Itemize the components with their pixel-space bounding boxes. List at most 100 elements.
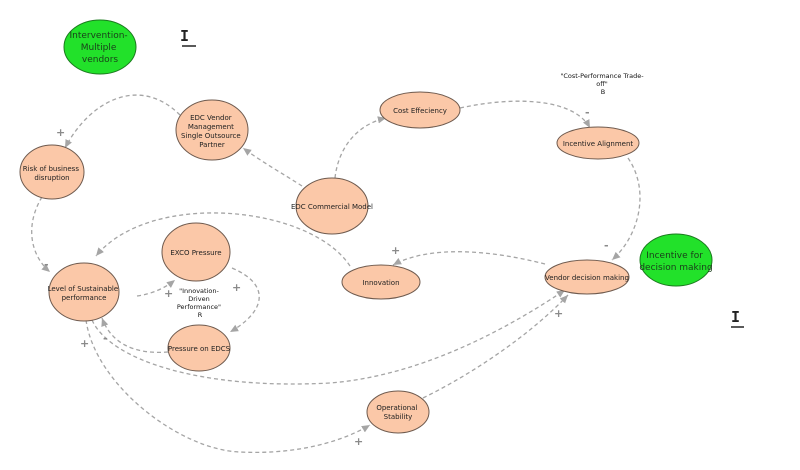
operational-stability-node-label: Operational Stability: [376, 404, 419, 421]
link-exco-to-pressure: [229, 267, 260, 333]
text-cursor-icon: I: [180, 27, 196, 47]
edc-vendor-mgmt-node[interactable]: EDC Vendor Management Single Outsource P…: [175, 99, 249, 161]
incentive-decision-label-line-2: decision making: [639, 263, 712, 273]
vendor-decision-label-line-1: Vendor decision making: [545, 274, 629, 282]
polarity-marks: + - - - + + + - + + +: [44, 106, 609, 448]
polarity-risk-level: -: [44, 258, 49, 271]
incentive-decision-label-line-1: Incentive for: [646, 251, 703, 261]
exco-pressure-label-line-1: EXCO Pressure: [170, 249, 221, 257]
links: [31, 94, 641, 454]
edc-vendor-mgmt-node-shape: [175, 99, 249, 161]
polarity-exco-pressure: +: [232, 281, 241, 294]
exco-pressure-node[interactable]: EXCO Pressure: [161, 222, 231, 282]
cost-efficiency-node-shape: [379, 91, 461, 129]
cost-efficiency-node[interactable]: Cost Effeciency: [379, 91, 461, 129]
exco-pressure-node-shape: [161, 222, 231, 282]
loop-cost-perf-line-1: "Cost-Performance Trade-: [560, 72, 644, 80]
operational-stability-label-line-1: Operational: [376, 404, 417, 412]
cost-efficiency-label-line-1: Cost Effeciency: [393, 107, 447, 115]
risk-business-label-line-2: disruption: [34, 174, 69, 182]
link-operational-to-vendor-decision: [422, 294, 569, 399]
risk-business-node-label: Risk of business disruption: [23, 165, 81, 182]
loop-innov-perf-line-1: "Innovation-: [179, 287, 219, 295]
text-cursor-icon-glyph: I: [180, 27, 189, 45]
link-cost-efficiency-to-incentive-alignment: [459, 100, 591, 129]
pressure-edcs-node[interactable]: Pressure on EDCS: [167, 324, 231, 372]
intervention-label-line-3: vendors: [82, 55, 118, 65]
link-edc-vendor-to-risk: [64, 94, 181, 149]
loop-label-innovation-performance-text: "Innovation- Driven Performance" R: [177, 287, 223, 319]
polarity-level-operational: +: [354, 435, 363, 448]
incentive-alignment-node[interactable]: Incentive Alignment: [556, 126, 640, 160]
intervention-node-label: Intervention- Multiple vendors: [69, 31, 130, 65]
pressure-edcs-label-line-1: Pressure on EDCS: [168, 345, 231, 353]
polarity-operational-vendor: +: [554, 307, 563, 320]
polarity-level-vendor: +: [80, 337, 89, 350]
intervention-node-shape: [63, 19, 137, 75]
incentive-decision-node-shape: [639, 233, 713, 287]
loop-innov-perf-line-3: Performance": [177, 303, 221, 311]
link-innovation-to-level: [95, 212, 351, 267]
level-sustainable-node-shape: [48, 262, 120, 322]
pressure-edcs-node-shape: [167, 324, 231, 372]
incentive-decision-node-label: Incentive for decision making: [639, 251, 712, 273]
edc-vendor-mgmt-label-line-4: Partner: [199, 141, 225, 149]
polarity-alignment-vendor: -: [604, 239, 609, 252]
operational-stability-node-shape: [366, 390, 430, 434]
innovation-label-line-1: Innovation: [362, 279, 399, 287]
edc-vendor-mgmt-label-line-1: EDC Vendor: [190, 114, 232, 122]
link-level-to-exco: [136, 279, 176, 297]
loop-label-cost-performance[interactable]: "Cost-Performance Trade- off" B: [560, 72, 645, 96]
edc-commercial-node-label: EDC Commercial Model: [291, 203, 373, 211]
level-sustainable-node-label: Level of Sustainable performance: [48, 285, 121, 302]
intervention-label-line-1: Intervention-: [69, 31, 127, 41]
risk-business-node-shape: [19, 144, 85, 200]
polarity-vendor-innovation: +: [391, 244, 400, 257]
edc-commercial-node-shape: [295, 177, 369, 235]
intervention-node[interactable]: Intervention- Multiple vendors: [63, 19, 137, 75]
loop-label-cost-performance-text: "Cost-Performance Trade- off" B: [560, 72, 645, 96]
link-level-to-operational: [85, 319, 371, 454]
risk-business-label-line-1: Risk of business: [23, 165, 80, 173]
link-edc-commercial-to-edc-vendor: [242, 147, 303, 187]
link-vendor-decision-to-innovation: [392, 251, 546, 266]
text-cursor-icon-glyph: I: [731, 308, 740, 326]
polarity-edc-vendor-risk: +: [56, 126, 65, 139]
level-sustainable-label-line-2: performance: [62, 294, 107, 302]
edc-vendor-mgmt-label-line-2: Management: [188, 123, 234, 131]
polarity-level-exco: +: [164, 287, 173, 300]
risk-business-node[interactable]: Risk of business disruption: [19, 144, 85, 200]
operational-stability-label-line-2: Stability: [384, 413, 413, 421]
level-sustainable-node[interactable]: Level of Sustainable performance: [48, 262, 121, 322]
pressure-edcs-node-label: Pressure on EDCS: [168, 345, 231, 353]
text-cursor-icon: I: [731, 308, 744, 328]
innovation-node-shape: [341, 264, 421, 300]
edc-commercial-node[interactable]: EDC Commercial Model: [291, 177, 373, 235]
edc-commercial-label-line-1: EDC Commercial Model: [291, 203, 373, 211]
link-incentive-alignment-to-vendor-decision: [611, 157, 641, 261]
vendor-decision-node-label: Vendor decision making: [545, 274, 629, 282]
incentive-alignment-label-line-1: Incentive Alignment: [563, 140, 634, 148]
operational-stability-node[interactable]: Operational Stability: [366, 390, 430, 434]
loop-cost-perf-line-3: B: [601, 88, 605, 96]
edc-vendor-mgmt-label-line-3: Single Outsource: [181, 132, 241, 140]
exco-pressure-node-label: EXCO Pressure: [170, 249, 221, 257]
loop-label-innovation-performance[interactable]: "Innovation- Driven Performance" R: [177, 287, 223, 319]
level-sustainable-label-line-1: Level of Sustainable: [48, 285, 119, 293]
incentive-decision-node[interactable]: Incentive for decision making: [639, 233, 713, 287]
loop-cost-perf-line-2: off": [596, 80, 607, 88]
intervention-label-line-2: Multiple: [81, 43, 117, 53]
incentive-alignment-node-label: Incentive Alignment: [563, 140, 634, 148]
innovation-node-label: Innovation: [362, 279, 399, 287]
link-level-to-vendor-decision: [91, 289, 566, 385]
link-pressure-to-level: [101, 317, 169, 354]
link-edc-commercial-to-cost-efficiency: [334, 116, 387, 179]
cost-efficiency-node-label: Cost Effeciency: [393, 107, 447, 115]
polarity-cost-alignment: -: [585, 106, 590, 119]
loop-innov-perf-line-4: R: [198, 311, 203, 319]
innovation-node[interactable]: Innovation: [341, 264, 421, 300]
polarity-pressure-level: -: [103, 332, 108, 345]
vendor-decision-node[interactable]: Vendor decision making: [544, 259, 630, 295]
